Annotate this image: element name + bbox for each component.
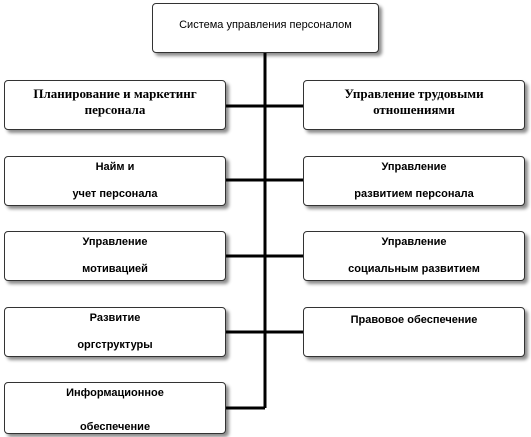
left-box-hiring-line2: учет персонала — [72, 188, 158, 200]
right-box-legal-line1: Правовое обеспечение — [350, 314, 478, 326]
right-box-development: Управление развитием персонала — [303, 156, 525, 206]
left-box-motivation-line1: Управление — [82, 236, 148, 248]
left-box-planning: Планирование и маркетинг персонала — [4, 80, 226, 130]
right-box-social-line1: Управление — [381, 236, 447, 248]
left-box-orgstructure: Развитие оргструктуры — [4, 307, 226, 357]
left-box-planning-line2: персонала — [84, 102, 146, 117]
right-box-labor-relations-line2: отношениями — [373, 102, 455, 117]
right-box-labor-relations: Управление трудовыми отношениями — [303, 80, 525, 130]
left-box-motivation: Управление мотивацией — [4, 231, 226, 281]
left-box-information-line1: Информационное — [66, 387, 164, 399]
left-box-motivation-line2: мотивацией — [82, 263, 148, 275]
right-box-labor-relations-line1: Управление трудовыми — [344, 86, 484, 101]
root-box: Система управления персоналом — [152, 3, 379, 53]
left-box-information: Информационное обеспечение — [4, 382, 226, 434]
left-box-hiring: Найм и учет персонала — [4, 156, 226, 206]
right-box-social: Управление социальным развитием — [303, 231, 525, 281]
right-box-social-line2: социальным развитием — [348, 263, 480, 275]
right-box-development-line2: развитием персонала — [354, 188, 474, 200]
root-label: Система управления персоналом — [179, 19, 352, 31]
left-box-orgstructure-line1: Развитие — [89, 312, 141, 324]
left-box-orgstructure-line2: оргструктуры — [77, 339, 153, 351]
right-box-legal: Правовое обеспечение — [303, 307, 525, 357]
left-box-hiring-line1: Найм и — [95, 161, 135, 173]
left-box-planning-line1: Планирование и маркетинг — [33, 86, 197, 101]
right-box-development-line1: Управление — [381, 161, 447, 173]
left-box-information-line2: обеспечение — [79, 421, 151, 433]
